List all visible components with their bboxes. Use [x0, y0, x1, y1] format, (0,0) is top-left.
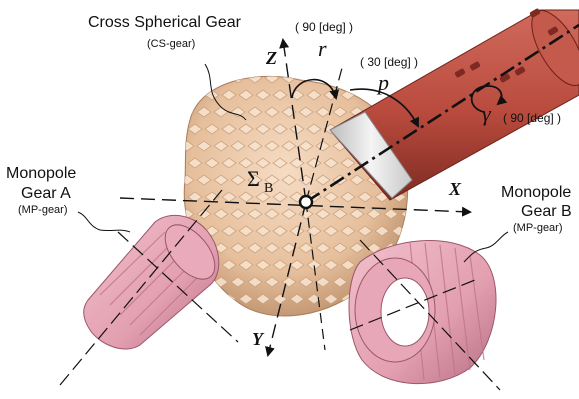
axis-label-x: X [448, 179, 462, 199]
mp-a-subtitle: (MP-gear) [18, 204, 68, 216]
axis-label-z: Z [265, 48, 277, 68]
cs-gear-tooth [401, 73, 415, 83]
sigma-label: Σ [247, 166, 260, 191]
angle-label-gamma: ( 90 [deg] ) [503, 111, 561, 125]
cs-gear-tooth [409, 226, 423, 236]
cs-gear-title: Cross Spherical Gear [88, 14, 242, 31]
mp-a-label-line2: Gear A [21, 185, 71, 202]
angle-label-top: ( 90 [deg] ) [295, 20, 353, 34]
param-r: r [318, 36, 327, 61]
param-gamma: γ [482, 101, 492, 126]
cs-gear-tooth [205, 294, 219, 304]
cs-gear-subtitle: (CS-gear) [147, 38, 195, 50]
mp-b-subtitle: (MP-gear) [513, 222, 563, 234]
cs-gear-tooth [214, 73, 228, 83]
sigma-subscript: B [264, 181, 273, 196]
mp-gear-a [84, 215, 225, 349]
cs-gear-tooth [188, 90, 202, 100]
mp-b-label-line2: Gear B [521, 203, 572, 220]
cs-gear-tooth [350, 73, 364, 83]
cs-gear-tooth [180, 73, 194, 83]
mp-a-label-line1: Monopole [6, 165, 76, 182]
mp-b-label-line1: Monopole [501, 184, 571, 201]
param-p: p [376, 70, 389, 95]
angle-label-p: ( 30 [deg] ) [360, 55, 418, 69]
origin-point-icon [300, 196, 312, 208]
cs-gear-tooth [409, 192, 423, 202]
axis-label-y: Y [252, 329, 265, 349]
